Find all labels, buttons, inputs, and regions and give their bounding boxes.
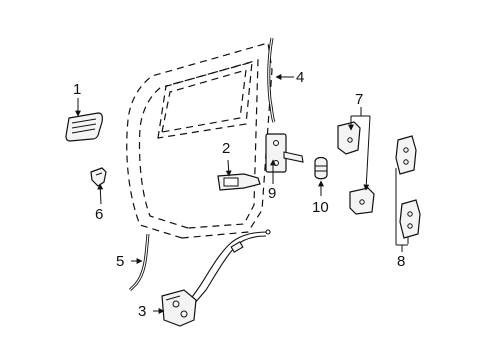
callout-6: 6 bbox=[95, 206, 104, 223]
callout-2: 2 bbox=[222, 140, 231, 157]
callout-4: 4 bbox=[296, 69, 305, 86]
latch-part bbox=[161, 289, 197, 327]
inside-handle-part bbox=[217, 173, 261, 191]
callout-3: 3 bbox=[138, 303, 147, 320]
callout-1: 1 bbox=[73, 81, 82, 98]
callout-10: 10 bbox=[312, 199, 329, 216]
callout-7: 7 bbox=[355, 91, 364, 108]
callout-5: 5 bbox=[116, 253, 125, 270]
bumper-part bbox=[314, 156, 328, 180]
leader-lines bbox=[75, 74, 409, 314]
outside-handle-part bbox=[65, 112, 103, 142]
upper-hinge-plate-part bbox=[395, 135, 417, 175]
lower-hinge-plate-part bbox=[399, 199, 421, 239]
lower-hinge-part bbox=[349, 187, 375, 215]
bracket-part bbox=[90, 167, 107, 187]
door-outline bbox=[126, 42, 273, 239]
door-check-part bbox=[265, 133, 304, 173]
upper-hinge-part bbox=[337, 121, 361, 155]
callout-8: 8 bbox=[397, 253, 406, 270]
callout-9: 9 bbox=[268, 185, 277, 202]
latch-cable bbox=[189, 229, 271, 305]
